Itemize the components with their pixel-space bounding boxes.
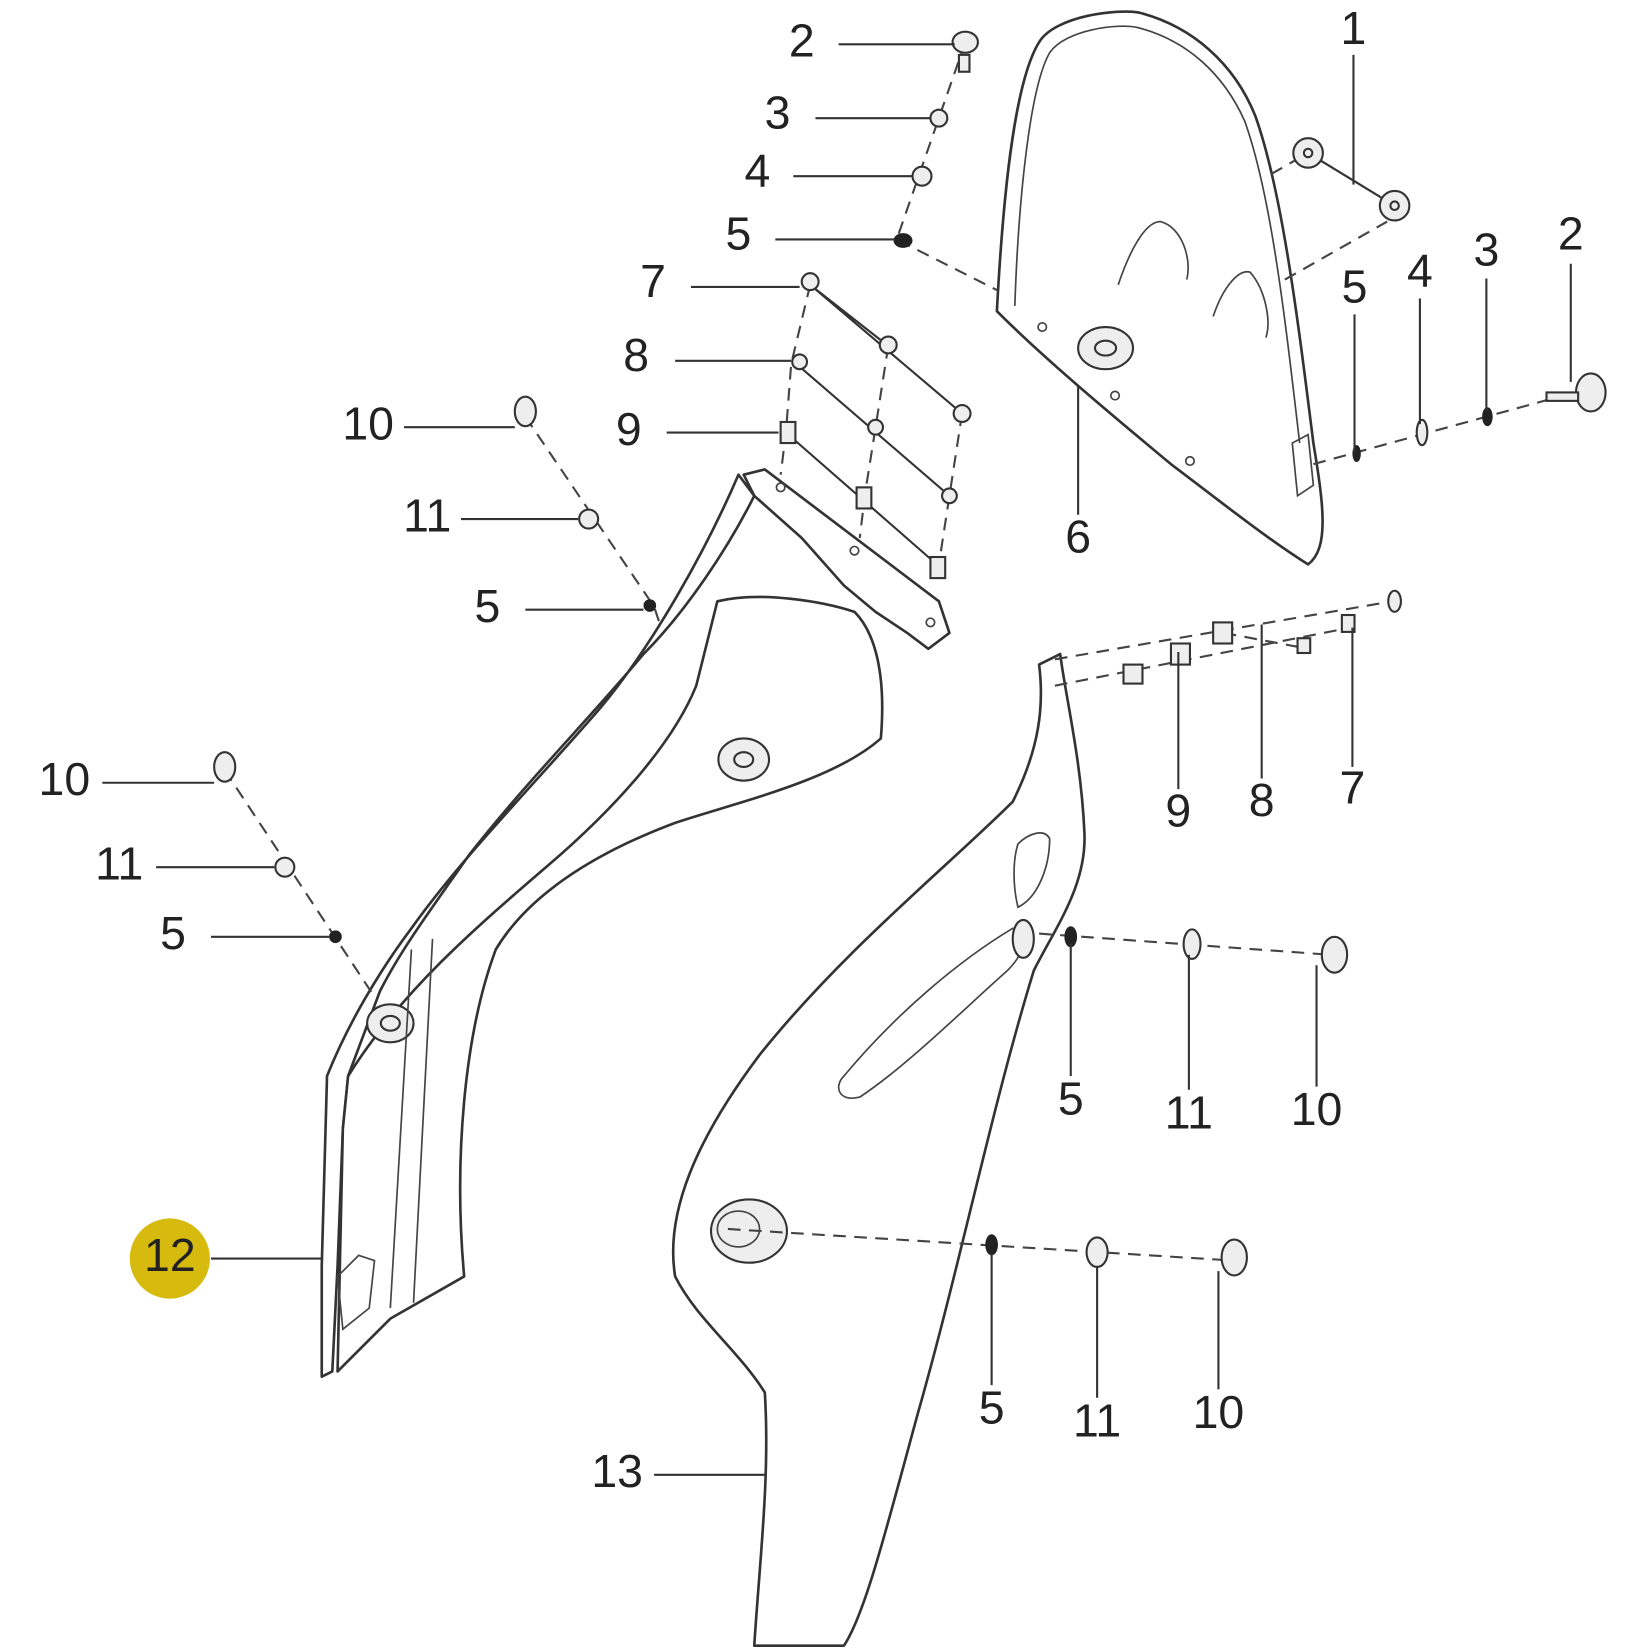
callout-label: 10 bbox=[1193, 1386, 1245, 1438]
fasteners bbox=[213, 30, 1607, 1277]
callout-8-top: 8 bbox=[623, 329, 792, 381]
callout-11-mid: 11 bbox=[403, 489, 579, 541]
callout-11-bottom: 11 bbox=[1073, 1265, 1121, 1446]
mounting-bracket[interactable] bbox=[742, 468, 951, 651]
callout-13: 13 bbox=[591, 1445, 765, 1497]
callout-label: 5 bbox=[160, 907, 186, 959]
callout-1: 1 bbox=[1341, 2, 1367, 185]
callout-7-right: 7 bbox=[1339, 627, 1365, 813]
callout-label: 10 bbox=[39, 753, 91, 805]
callout-label: 11 bbox=[1165, 1086, 1213, 1138]
callout-9-right: 9 bbox=[1165, 651, 1191, 837]
callout-8-right: 8 bbox=[1249, 624, 1275, 826]
callout-label: 2 bbox=[789, 15, 815, 67]
callout-label: 10 bbox=[1291, 1083, 1343, 1135]
callout-label: 7 bbox=[1339, 761, 1365, 813]
callout-10-lower: 10 bbox=[1291, 965, 1343, 1135]
callout-label: 3 bbox=[765, 86, 791, 138]
callout-label: 11 bbox=[403, 489, 451, 541]
windshield-part-6[interactable] bbox=[995, 10, 1324, 566]
callout-4-right: 4 bbox=[1407, 245, 1433, 425]
callout-label: 6 bbox=[1065, 510, 1091, 562]
callout-11-lower: 11 bbox=[1165, 954, 1213, 1138]
callout-label: 5 bbox=[726, 208, 752, 260]
callout-5-lower: 5 bbox=[1058, 944, 1084, 1125]
callout-11-left: 11 bbox=[95, 837, 275, 889]
callout-5-left: 5 bbox=[160, 907, 330, 959]
callout-label: 5 bbox=[1342, 260, 1368, 312]
callout-5-right: 5 bbox=[1342, 260, 1368, 452]
callout-label: 9 bbox=[616, 403, 642, 455]
callout-3-right: 3 bbox=[1473, 223, 1499, 412]
callout-2-top: 2 bbox=[789, 15, 955, 67]
callout-3-top: 3 bbox=[765, 86, 931, 138]
callout-label: 5 bbox=[1058, 1073, 1084, 1125]
callout-label: 4 bbox=[745, 144, 771, 196]
callout-label: 5 bbox=[979, 1382, 1005, 1434]
callout-5-bottom: 5 bbox=[979, 1253, 1005, 1434]
callout-9-top: 9 bbox=[616, 403, 779, 455]
callout-label: 4 bbox=[1407, 245, 1433, 297]
callout-label: 10 bbox=[342, 398, 394, 450]
callout-2-right: 2 bbox=[1558, 208, 1584, 382]
callout-6: 6 bbox=[1065, 385, 1091, 562]
callout-label: 8 bbox=[1249, 774, 1275, 826]
callout-label: 11 bbox=[1073, 1394, 1121, 1446]
callout-10-mid: 10 bbox=[342, 398, 515, 450]
callout-label: 5 bbox=[474, 580, 500, 632]
callout-label: 8 bbox=[623, 329, 649, 381]
callout-label: 12 bbox=[144, 1229, 196, 1281]
callout-label: 1 bbox=[1341, 2, 1367, 54]
highlight-marker bbox=[129, 1218, 210, 1299]
callout-5-mid: 5 bbox=[474, 580, 644, 632]
callout-12-highlighted[interactable]: 12 bbox=[129, 1218, 322, 1299]
callout-10-bottom: 10 bbox=[1193, 1271, 1245, 1438]
callout-7-top: 7 bbox=[640, 255, 800, 307]
callout-label: 11 bbox=[95, 837, 143, 889]
callout-label: 7 bbox=[640, 255, 666, 307]
callout-label: 9 bbox=[1165, 785, 1191, 837]
callout-label: 3 bbox=[1473, 223, 1499, 275]
callout-5-top: 5 bbox=[726, 208, 895, 260]
callout-4-top: 4 bbox=[745, 144, 913, 196]
side-panel-part-12[interactable] bbox=[320, 473, 884, 1378]
callout-label: 2 bbox=[1558, 208, 1584, 260]
callout-10-left: 10 bbox=[39, 753, 215, 805]
callout-label: 13 bbox=[591, 1445, 643, 1497]
